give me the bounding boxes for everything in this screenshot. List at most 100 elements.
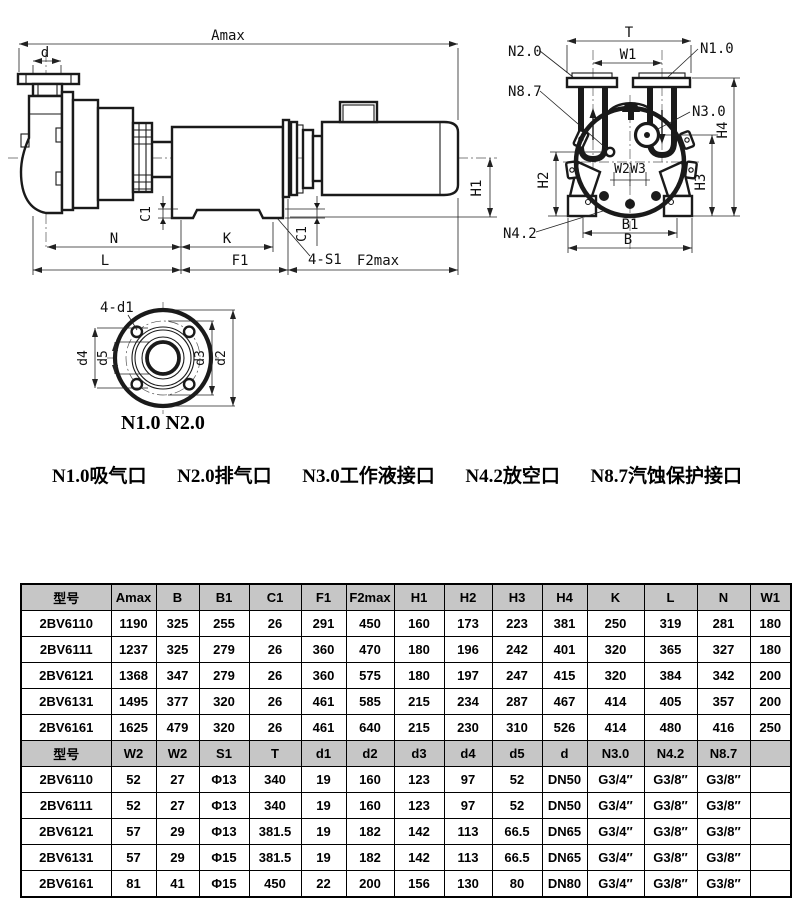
ribbed-ring xyxy=(131,121,154,194)
dim-label-c1-right: C1 xyxy=(295,226,310,242)
value-cell: 19 xyxy=(300,818,347,845)
dim-label-d: d xyxy=(41,45,49,61)
value-cell: Φ13 xyxy=(198,766,250,793)
value-cell: 57 xyxy=(110,844,157,871)
bolt-hole xyxy=(130,377,144,391)
column-header: L xyxy=(643,583,698,611)
value-cell: 287 xyxy=(491,688,543,715)
value-cell: G3/4″ xyxy=(586,844,645,871)
value-cell: 575 xyxy=(345,662,395,689)
column-header: F1 xyxy=(300,583,347,611)
value-cell xyxy=(749,844,792,871)
value-cell: 250 xyxy=(749,714,792,741)
value-cell: 29 xyxy=(155,818,200,845)
column-header: d3 xyxy=(393,740,445,767)
value-cell: 357 xyxy=(696,688,751,715)
column-header: S1 xyxy=(198,740,250,767)
value-cell: 29 xyxy=(155,844,200,871)
model-cell: 2BV6110 xyxy=(20,766,112,793)
value-cell: 52 xyxy=(110,792,157,819)
model-cell: 2BV6161 xyxy=(20,714,112,741)
value-cell: 52 xyxy=(491,766,543,793)
column-header: N4.2 xyxy=(643,740,698,767)
column-header: F2max xyxy=(345,583,395,611)
dim-label-d5: d5 xyxy=(96,350,111,366)
value-cell: 26 xyxy=(248,714,302,741)
value-cell: 342 xyxy=(696,662,751,689)
port-captions-row: N1.0吸气口 N2.0排气口 N3.0工作液接口 N4.2放空口 N8.7汽蚀… xyxy=(52,461,742,488)
column-header: C1 xyxy=(248,583,302,611)
value-cell: 381.5 xyxy=(248,844,302,871)
value-cell: 320 xyxy=(198,688,250,715)
suction-flange xyxy=(16,72,81,86)
column-header: d1 xyxy=(300,740,347,767)
value-cell: 279 xyxy=(198,662,250,689)
port-label-n10: N1.0 xyxy=(700,41,734,57)
flow-arrow-down xyxy=(658,110,666,144)
value-cell: 415 xyxy=(541,662,588,689)
value-cell: 255 xyxy=(198,610,250,637)
value-cell: 416 xyxy=(696,714,751,741)
column-header: N8.7 xyxy=(696,740,751,767)
value-cell: 27 xyxy=(155,766,200,793)
caption-n87-cavitation: N8.7汽蚀保护接口 xyxy=(590,466,742,487)
column-header: d5 xyxy=(491,740,543,767)
value-cell: 41 xyxy=(155,870,200,898)
port-label-n42: N4.2 xyxy=(503,226,537,242)
n87-port xyxy=(604,146,616,158)
column-header: W2 xyxy=(110,740,157,767)
value-cell: Φ15 xyxy=(198,844,250,871)
model-cell: 2BV6131 xyxy=(20,844,112,871)
column-header: W2 xyxy=(155,740,200,767)
value-cell: 405 xyxy=(643,688,698,715)
value-cell: 480 xyxy=(643,714,698,741)
value-cell: 479 xyxy=(155,714,200,741)
dim-label-4d1: 4-d1 xyxy=(100,300,134,316)
value-cell: 182 xyxy=(345,844,395,871)
value-cell: 384 xyxy=(643,662,698,689)
value-cell: 19 xyxy=(300,792,347,819)
model-cell: 2BV6121 xyxy=(20,662,112,689)
value-cell: G3/8″ xyxy=(643,818,698,845)
caption-n20-exhaust: N2.0排气口 xyxy=(177,466,272,487)
dim-label-b1: B1 xyxy=(622,217,639,233)
column-header: N3.0 xyxy=(586,740,645,767)
value-cell xyxy=(749,818,792,845)
value-cell: 377 xyxy=(155,688,200,715)
value-cell: 401 xyxy=(541,636,588,663)
value-cell: 200 xyxy=(749,688,792,715)
value-cell: G3/8″ xyxy=(643,870,698,898)
value-cell: 340 xyxy=(248,766,302,793)
flange-detail-drawing: 4-d1 d4 d5 d3 d2 N1.0 N2.0 xyxy=(76,300,236,434)
value-cell: DN50 xyxy=(541,766,588,793)
column-header: d4 xyxy=(443,740,493,767)
dim-label-w1: W1 xyxy=(620,47,637,63)
dim-label-t: T xyxy=(625,25,634,41)
value-cell: 247 xyxy=(491,662,543,689)
exhaust-port-tube xyxy=(578,86,608,163)
value-cell: 160 xyxy=(345,792,395,819)
column-header: K xyxy=(586,583,645,611)
value-cell: G3/8″ xyxy=(696,818,751,845)
bolt-hole xyxy=(182,325,196,339)
value-cell: G3/8″ xyxy=(696,870,751,898)
value-cell: 160 xyxy=(345,766,395,793)
value-cell: 414 xyxy=(586,714,645,741)
dim-label-c1-left: C1 xyxy=(139,206,154,222)
value-cell: 230 xyxy=(443,714,493,741)
dim-label-b: B xyxy=(624,232,632,248)
dim-label-h4: H4 xyxy=(715,122,731,139)
value-cell: DN65 xyxy=(541,844,588,871)
value-cell: 215 xyxy=(393,714,445,741)
column-header: N xyxy=(696,583,751,611)
dim-label-f1: F1 xyxy=(232,253,249,269)
pump-cylinder xyxy=(170,125,285,220)
value-cell: 180 xyxy=(393,662,445,689)
